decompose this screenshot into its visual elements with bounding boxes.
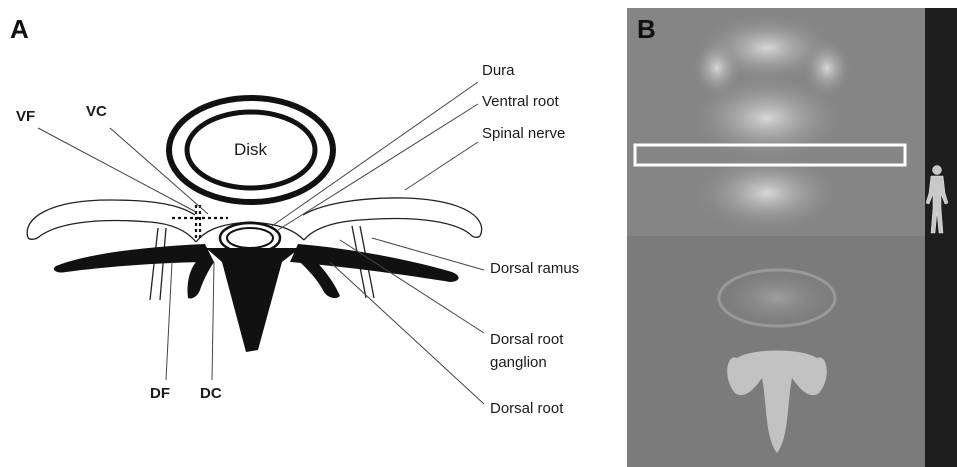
label-spinal-nerve: Spinal nerve — [482, 125, 565, 142]
label-dura: Dura — [482, 62, 515, 79]
label-vf: VF — [16, 108, 35, 125]
label-dc: DC — [200, 385, 222, 402]
dashed-reference-lines — [172, 205, 228, 238]
ct-scout-vertebrae — [687, 13, 852, 233]
panel-b-letter: B — [637, 14, 656, 45]
label-vc: VC — [86, 103, 107, 120]
label-dorsal-root-ganglion-line1: Dorsal root — [490, 331, 563, 348]
label-ventral-root: Ventral root — [482, 93, 559, 110]
ct-side-bar — [925, 8, 957, 467]
spine-cross-section-diagram — [0, 0, 620, 467]
leader-lines — [38, 82, 484, 404]
label-disk: Disk — [234, 140, 267, 160]
ct-scan-image — [627, 8, 957, 467]
dorsal-elements-black — [54, 244, 459, 352]
label-dorsal-root-ganglion-line2: ganglion — [490, 354, 547, 371]
label-df: DF — [150, 385, 170, 402]
label-dorsal-root: Dorsal root — [490, 400, 563, 417]
label-dorsal-ramus: Dorsal ramus — [490, 260, 579, 277]
